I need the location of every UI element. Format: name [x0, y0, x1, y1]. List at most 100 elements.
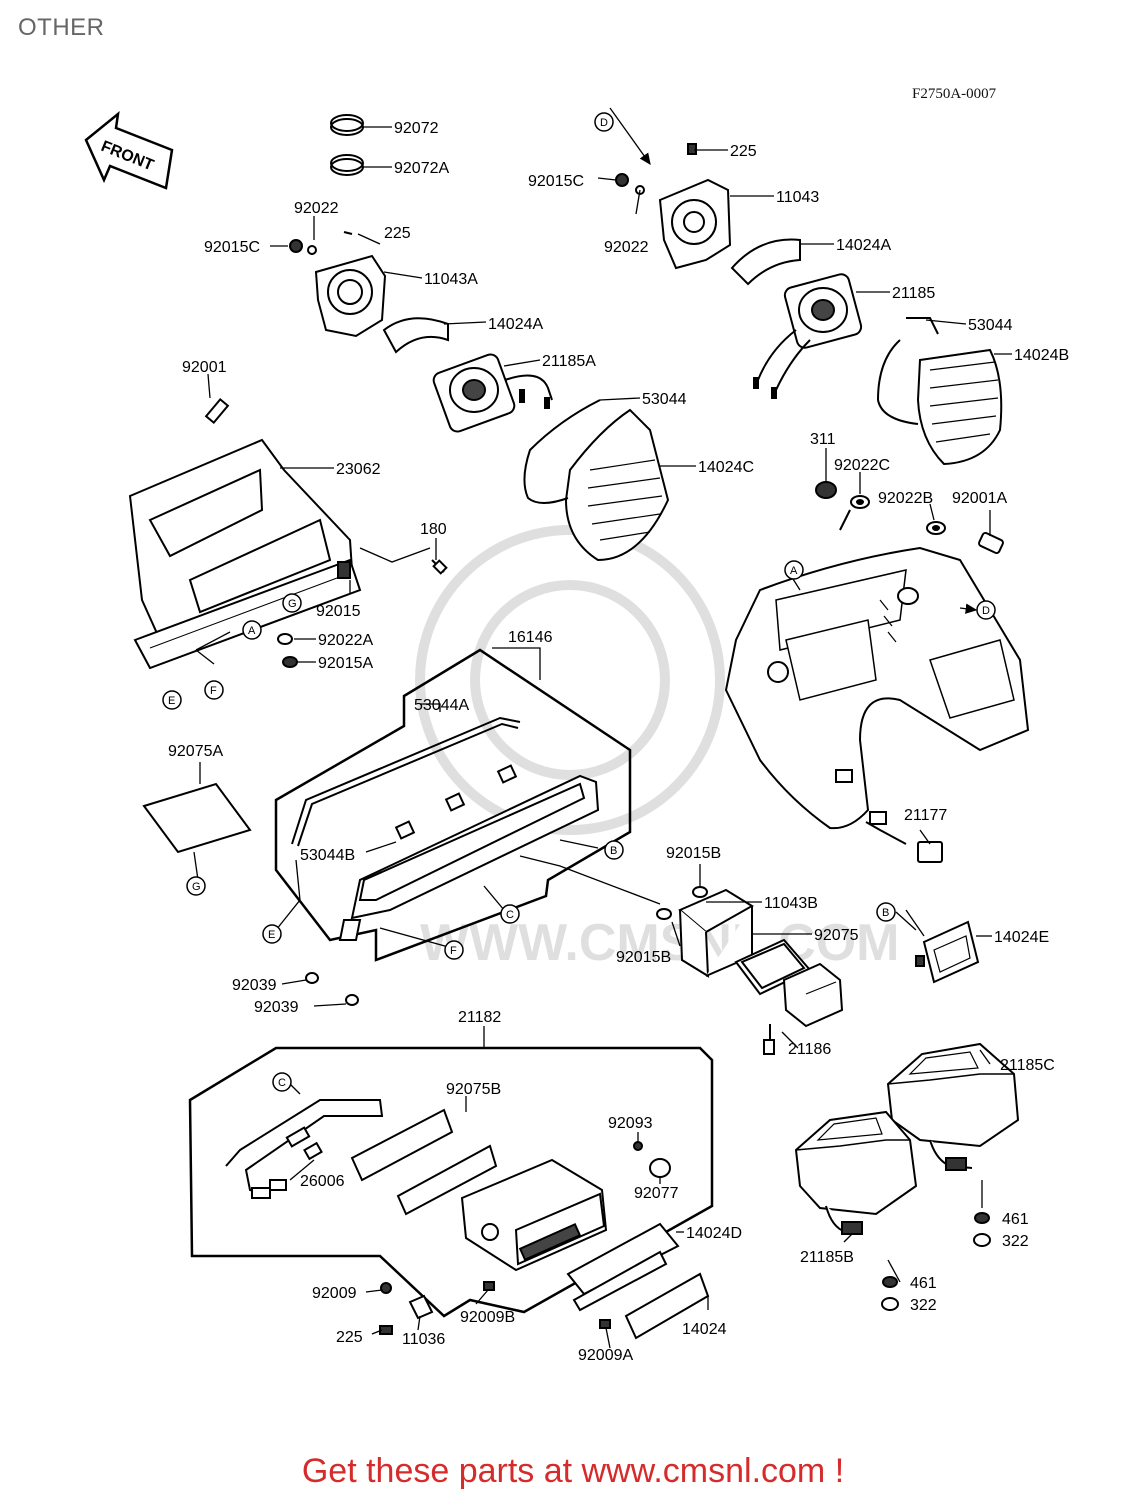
callout-circles — [162, 112, 996, 1092]
speaker-bracket-11043 — [615, 143, 732, 270]
svg-text:C: C — [278, 1077, 286, 1089]
sheet-92075A — [142, 782, 252, 854]
label-14024E: 14024E — [994, 929, 1049, 946]
speaker-21185A — [432, 353, 553, 433]
label-92075B: 92075B — [446, 1081, 501, 1098]
label-225: 225 — [384, 225, 411, 242]
footer-banner[interactable]: Get these parts at www.cmsnl.com ! — [0, 1452, 1146, 1491]
tray-frame — [338, 764, 600, 941]
label-21186: 21186 — [788, 1041, 831, 1058]
screw-180 — [431, 559, 448, 575]
label-92039-b: 92039 — [254, 999, 299, 1016]
label-92001: 92001 — [182, 359, 227, 376]
label-14024D: 14024D — [686, 1225, 742, 1242]
clip-11036-screws — [379, 1281, 611, 1335]
cover-14024E — [915, 920, 980, 984]
svg-text:F: F — [210, 685, 217, 697]
label-92001A: 92001A — [952, 490, 1007, 507]
front-arrow-icon: FRONT — [84, 111, 174, 190]
label-21177: 21177 — [904, 807, 947, 824]
nuts-461-322 — [881, 1212, 991, 1311]
label-92009: 92009 — [312, 1285, 357, 1302]
svg-text:G: G — [288, 598, 297, 610]
label-461-a: 461 — [1002, 1211, 1029, 1228]
label-92075A: 92075A — [168, 743, 223, 760]
part-labels: 92072 92072A 92022 225 92015C 11043A 140… — [168, 120, 1069, 1364]
label-14024: 14024 — [682, 1321, 727, 1338]
label-461-b: 461 — [910, 1275, 937, 1292]
speaker-cover-14024A-left — [382, 317, 449, 354]
callout-letters: D A G E F G B C E F A D B C — [168, 117, 990, 1089]
panel-14024D — [566, 1222, 680, 1312]
speaker-box-21185B — [794, 1110, 918, 1235]
harness-21177 — [865, 811, 943, 863]
page-title: OTHER — [18, 14, 105, 41]
tray-kit-16146-outline — [274, 648, 632, 962]
label-14024A-right: 14024A — [836, 237, 891, 254]
harness-26006 — [225, 1099, 384, 1199]
svg-text:E: E — [268, 929, 275, 941]
svg-text:A: A — [790, 565, 798, 577]
label-53044B: 53044B — [300, 847, 355, 864]
label-92015A: 92015A — [318, 655, 373, 672]
label-92009B: 92009B — [460, 1309, 515, 1326]
label-92022C: 92022C — [834, 457, 890, 474]
svg-text:D: D — [600, 117, 608, 129]
label-21182: 21182 — [458, 1009, 501, 1026]
label-11043: 11043 — [776, 189, 819, 206]
label-92015C-right: 92015C — [528, 173, 584, 190]
label-322-a: 322 — [1002, 1233, 1029, 1250]
label-92015C: 92015C — [204, 239, 260, 256]
bezel-92075B — [350, 1108, 498, 1216]
label-92022: 92022 — [294, 200, 339, 217]
label-92075: 92075 — [814, 927, 859, 944]
label-92039-a: 92039 — [232, 977, 277, 994]
label-14024C: 14024C — [698, 459, 754, 476]
label-11036: 11036 — [402, 1331, 445, 1348]
parts-diagram: WWW.CMSNL.COM FRONT — [84, 107, 1069, 1364]
svg-text:B: B — [882, 907, 889, 919]
label-23062: 23062 — [336, 461, 381, 478]
label-92015: 92015 — [316, 603, 361, 620]
fasteners-311-92022C-92022B-92001A — [850, 495, 1004, 555]
svg-text:WWW.CMSNL.COM: WWW.CMSNL.COM — [420, 914, 899, 972]
speaker-grille-14024B — [876, 317, 1003, 466]
label-21185: 21185 — [892, 285, 935, 302]
label-225-right: 225 — [730, 143, 757, 160]
rod-53044A — [291, 716, 521, 847]
label-92022-right: 92022 — [604, 239, 649, 256]
mount-frame-23062 — [128, 397, 362, 670]
grommets-92039 — [305, 972, 359, 1006]
inner-fairing — [724, 481, 1030, 830]
label-92022A: 92022A — [318, 632, 373, 649]
knobs-92093-92077 — [633, 1141, 671, 1178]
speaker-grille-14024C — [523, 399, 670, 562]
svg-text:B: B — [610, 845, 617, 857]
figure-code: F2750A-0007 — [912, 86, 997, 102]
label-53044: 53044 — [642, 391, 687, 408]
label-11043B: 11043B — [764, 895, 818, 912]
label-322-b: 322 — [910, 1297, 937, 1314]
speaker-bracket-11043A — [289, 231, 387, 338]
label-92072A: 92072A — [394, 160, 449, 177]
label-16146: 16146 — [508, 629, 553, 646]
svg-text:F: F — [450, 945, 457, 957]
label-14024A: 14024A — [488, 316, 543, 333]
svg-text:E: E — [168, 695, 175, 707]
label-225-bottom: 225 — [336, 1329, 363, 1346]
washers-92022A-92015A — [277, 633, 298, 668]
label-21185C: 21185C — [1000, 1057, 1055, 1074]
speaker-box-21185C — [886, 1042, 1020, 1171]
label-11043A: 11043A — [424, 271, 478, 288]
label-92015B-top: 92015B — [666, 845, 721, 862]
label-92009A: 92009A — [578, 1347, 633, 1364]
svg-text:A: A — [248, 625, 256, 637]
label-21185A: 21185A — [542, 353, 596, 370]
label-92077: 92077 — [634, 1185, 679, 1202]
label-180: 180 — [420, 521, 447, 538]
radio-unit — [460, 1158, 608, 1272]
label-92093: 92093 — [608, 1115, 653, 1132]
label-53044A: 53044A — [414, 697, 469, 714]
footer-link[interactable]: Get these parts at www.cmsnl.com ! — [301, 1452, 845, 1490]
svg-text:C: C — [506, 909, 514, 921]
